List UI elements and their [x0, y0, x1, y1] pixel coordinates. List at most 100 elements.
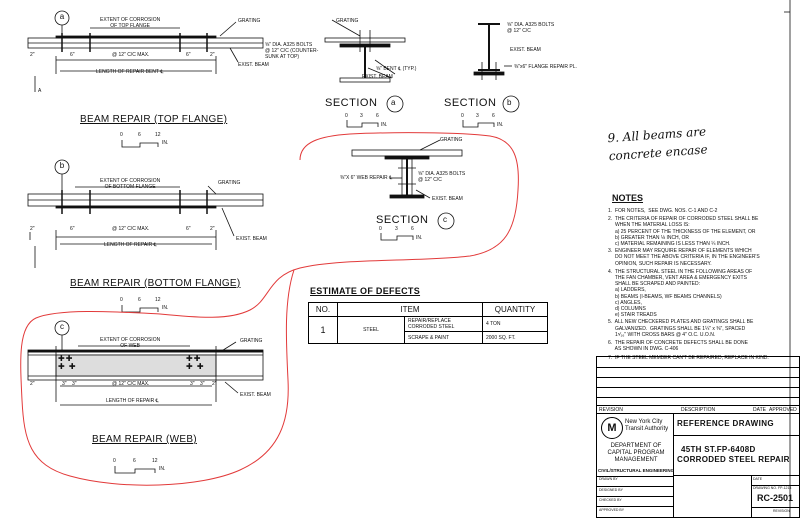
section-c-label: SECTION [376, 214, 429, 226]
tb-project-line1: 45TH ST.FP-6408D [681, 445, 756, 454]
scale-label: 0 [113, 458, 116, 464]
section-a-label: SECTION [325, 97, 378, 109]
web-dim-3c: 3" [190, 381, 195, 387]
title-beam-repair-web: BEAM REPAIR (WEB) [92, 434, 197, 445]
scale-label: IN. [159, 466, 166, 472]
top-dim-6b: 6" [186, 52, 191, 58]
notes-heading: NOTES [612, 193, 644, 203]
estimate-line-qty: 2000 SQ. FT. [482, 331, 548, 344]
scale-label: 12 [155, 297, 161, 303]
tb-approved-by: APPROVED BY [599, 508, 625, 512]
note-item: 4. THE STRUCTURAL STEEL IN THE FOLLOWING… [608, 268, 753, 319]
bottom-dim-6b: 6" [186, 226, 191, 232]
tb-date-label: DATE [753, 477, 763, 481]
scale-label: IN. [497, 122, 504, 128]
estimate-header-no: NO. [308, 302, 338, 317]
estimate-header-qty: QUANTITY [482, 302, 548, 317]
section-c-grating: GRATING [440, 137, 463, 143]
web-dim-3b: 3" [72, 381, 77, 387]
tb-project-line2: CORRODED STEEL REPAIR [677, 455, 790, 464]
top-dim-right: 2" [210, 52, 215, 58]
scale-label: 0 [379, 226, 382, 232]
beam-bottom-flange-elevation [27, 159, 264, 268]
top-spacing-label: @ 12" C/C MAX. [112, 52, 150, 58]
section-a-marker: a [391, 98, 396, 107]
top-exist-beam: EXIST. BEAM [238, 62, 269, 68]
note-item: 7. IF THE STEEL MEMBER CAN'T BE REPAIRED… [608, 355, 769, 362]
bottom-grating-label: GRATING [218, 180, 241, 186]
top-dim-left: 2" [30, 52, 35, 58]
scale-label: 6 [138, 132, 141, 138]
estimate-line-desc: SCRAPE & PAINT [404, 331, 483, 344]
tb-drawing-no-label: DRAWING NO. FP-1213 [753, 486, 792, 490]
detail-marker-c: c [60, 322, 64, 331]
tb-logo-text: New York City Transit Authority [625, 419, 669, 432]
bottom-extent-label: EXTENT OF CORROSION OF BOTTOM FLANGE [100, 178, 161, 190]
tb-revision-header: REVISION [599, 407, 623, 413]
section-b-marker: b [507, 98, 512, 107]
section-a-bent: ⅝" BENT ℄ (TYP.) [376, 66, 417, 72]
tb-date-header: DATE [753, 407, 766, 413]
notes-list: 1. FOR NOTES, SEE DWG. NOS. C-1 AND C-2 … [608, 208, 788, 362]
scale-label: 6 [133, 458, 136, 464]
web-extent-label: EXTENT OF CORROSION OF WEB [100, 337, 161, 349]
bottom-exist-beam: EXIST. BEAM [236, 236, 267, 242]
scale-label: 12 [152, 458, 158, 464]
top-extent-label: EXTENT OF CORROSION OF TOP FLANGE [100, 17, 161, 29]
section-b-exist-beam: EXIST. BEAM [510, 47, 541, 53]
web-dim-right: 2" [212, 381, 217, 387]
tb-checked-by: CHECKED BY [599, 498, 622, 502]
note-item: 6. THE REPAIR OF CONCRETE DEFECTS SHALL … [608, 340, 748, 353]
bottom-dim-left: 2" [30, 226, 35, 232]
tb-reference-drawing: REFERENCE DRAWING [677, 419, 775, 428]
section-b-bolts: ⅝" DIA. A325 BOLTS @ 12" C/C [507, 22, 555, 34]
estimate-header-item: ITEM [337, 302, 483, 317]
estimate-line-desc: REPAIR/REPLACE CORRODED STEEL [404, 316, 483, 332]
bottom-dim-6a: 6" [70, 226, 75, 232]
revision-area [597, 357, 799, 406]
tb-dept: DEPARTMENT OF CAPITAL PROGRAM MANAGEMENT [607, 443, 665, 463]
scale-label: 6 [411, 226, 414, 232]
tb-revision-label: REVISION [773, 509, 790, 513]
beam-web-elevation [27, 320, 264, 406]
scale-bars [114, 120, 495, 474]
estimate-table: NO. ITEM QUANTITY 1 STEEL REPAIR/REPLACE… [308, 302, 548, 344]
scale-label: 0 [120, 132, 123, 138]
note-item: 3. ENGINEER MAY REQUIRE REPAIR OF ELEMEN… [608, 248, 760, 267]
estimate-title: ESTIMATE OF DEFECTS [310, 286, 421, 296]
web-grating-label: GRATING [240, 338, 263, 344]
bottom-length-label: LENGTH OF REPAIR ℄ [104, 242, 157, 248]
web-spacing-label: @ 12" C/C MAX. [112, 381, 150, 387]
note-item: 1. FOR NOTES, SEE DWG. NOS. C-1 AND C-2 [608, 208, 718, 214]
estimate-row-item: STEEL [337, 316, 405, 344]
web-dim-3d: 3" [200, 381, 205, 387]
detail-marker-a: a [59, 12, 65, 21]
scale-label: 12 [155, 132, 161, 138]
top-length-label: LENGTH OF REPAIR BENT ℄ [96, 69, 164, 75]
tb-drawn-by: DRAWN BY [599, 477, 618, 481]
beam-top-flange-elevation [27, 10, 264, 92]
scale-label: 0 [120, 297, 123, 303]
scale-label: 0 [345, 113, 348, 119]
tb-division: CIVIL/STRUCTURAL ENGINEERING [598, 468, 675, 473]
scale-label: IN. [381, 122, 388, 128]
section-b-detail [473, 23, 512, 80]
section-c-web-repair: ⅜"X 6" WEB REPAIR ℄ [340, 175, 393, 181]
top-section-mark: A [38, 88, 42, 94]
markup-cloud [20, 132, 519, 486]
title-beam-repair-bottom-flange: BEAM REPAIR (BOTTOM FLANGE) [70, 278, 241, 289]
bottom-spacing-label: @ 12" C/C MAX. [112, 226, 150, 232]
top-dim-6a: 6" [70, 52, 75, 58]
detail-marker-b: b [59, 161, 65, 170]
tb-designed-by: DESIGNED BY [599, 488, 623, 492]
section-a-exist-beam: EXIST. BEAM [362, 74, 393, 80]
note-item: 2. THE CRITERIA OF REPAIR OF CORRODED ST… [608, 216, 759, 248]
section-a-detail [324, 19, 406, 83]
scale-label: 6 [376, 113, 379, 119]
title-beam-repair-top-flange: BEAM REPAIR (TOP FLANGE) [80, 114, 228, 125]
scale-label: IN. [416, 235, 423, 241]
title-block: REVISION DESCRIPTION DATE APPROVED M New… [596, 356, 800, 518]
section-c-detail [351, 139, 463, 199]
tb-approved-header: APPROVED [769, 407, 797, 413]
